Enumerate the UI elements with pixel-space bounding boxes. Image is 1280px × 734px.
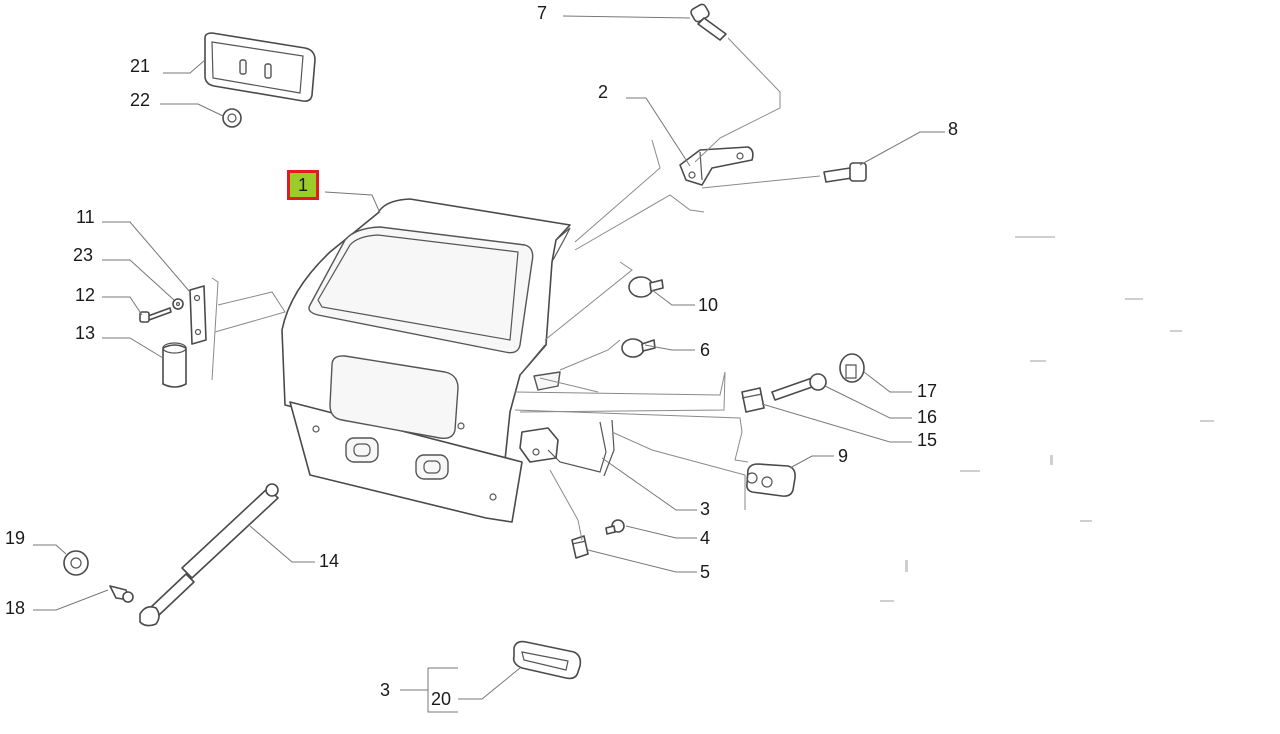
callout-4[interactable]: 4 — [700, 528, 711, 548]
lock-cable-part — [547, 419, 615, 477]
callout-23[interactable]: 23 — [73, 245, 94, 265]
callout-13[interactable]: 13 — [75, 323, 96, 343]
callout-17[interactable]: 17 — [917, 381, 938, 401]
callout-15[interactable]: 15 — [917, 430, 938, 450]
bracket-9-part — [746, 463, 796, 497]
callout-12[interactable]: 12 — [75, 285, 96, 305]
buffer-10-part — [628, 276, 664, 298]
number-plate-light-part — [204, 32, 316, 102]
callout-14[interactable]: 14 — [319, 551, 340, 571]
callout-5[interactable]: 5 — [700, 562, 711, 582]
washer-small-part — [172, 298, 184, 310]
handle-20-part — [512, 640, 582, 680]
buffer-6-part — [621, 338, 656, 358]
assembly-guide-lines — [211, 37, 821, 541]
callout-1[interactable]: 1 — [287, 170, 319, 200]
callout-11[interactable]: 11 — [76, 207, 95, 227]
clip-5-part — [571, 535, 589, 559]
callout-19[interactable]: 19 — [5, 528, 26, 548]
screw-16-part — [771, 373, 827, 401]
ball-stud-18-part — [109, 585, 134, 603]
callout-9[interactable]: 9 — [838, 446, 849, 466]
clip-15-part — [741, 387, 765, 413]
callout-3-handle[interactable]: 3 — [380, 680, 391, 700]
callout-8[interactable]: 8 — [948, 119, 959, 139]
washer-19-part — [63, 550, 89, 576]
callout-2[interactable]: 2 — [598, 82, 609, 102]
gas-strut-part — [139, 483, 279, 627]
callout-7[interactable]: 7 — [537, 3, 548, 23]
callout-3-latch[interactable]: 3 — [700, 499, 711, 519]
callout-18[interactable]: 18 — [5, 598, 26, 618]
callout-21[interactable]: 21 — [130, 56, 151, 76]
lock-latch-part — [519, 371, 561, 463]
spacer-part — [162, 342, 187, 388]
nut-part — [222, 108, 242, 128]
bolt-right-part — [823, 162, 867, 183]
striker-plate-part — [189, 285, 207, 345]
grommet-17-part — [839, 353, 865, 383]
background-specks — [880, 236, 1214, 602]
callout-6[interactable]: 6 — [700, 340, 711, 360]
hinge-part — [679, 146, 754, 186]
leader-lines — [33, 15, 945, 713]
callout-16[interactable]: 16 — [917, 407, 938, 427]
callout-20[interactable]: 20 — [431, 689, 452, 709]
tailgate-part — [281, 198, 571, 523]
screw-4-part — [605, 519, 625, 535]
callout-22[interactable]: 22 — [130, 90, 151, 110]
bolt-top-part — [690, 3, 727, 41]
callout-10[interactable]: 10 — [698, 295, 719, 315]
screw-12-part — [139, 307, 172, 323]
